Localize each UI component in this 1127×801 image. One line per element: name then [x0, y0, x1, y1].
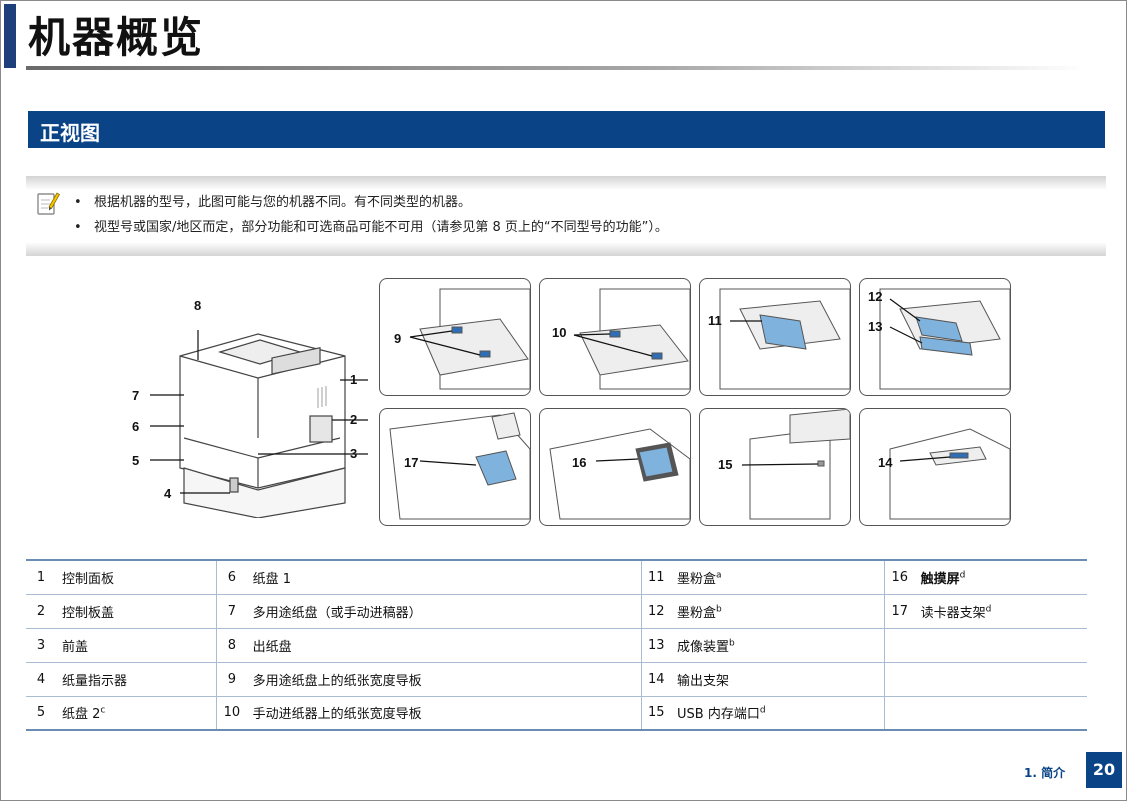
empty-cell — [914, 628, 1087, 663]
part-name: 控制板盖 — [56, 594, 218, 629]
part-number: 14 — [641, 662, 672, 697]
note-list: 根据机器的型号，此图可能与您的机器不同。有不同类型的机器。 视型号或国家/地区而… — [74, 190, 668, 240]
note-item: 视型号或国家/地区而定，部分功能和可选商品可能不可用（请参见第 8 页上的“不同… — [74, 215, 668, 240]
part-name: 多用途纸盘上的纸张宽度导板 — [246, 662, 642, 697]
callout-4: 4 — [164, 486, 172, 501]
part-name: 输出支架 — [671, 662, 886, 697]
printer-front-illustration — [150, 330, 368, 518]
part-name: 手动进纸器上的纸张宽度导板 — [246, 696, 642, 731]
table-row: 5 纸盘 2c 10 手动进纸器上的纸张宽度导板 15 USB 内存端口d — [26, 696, 1087, 731]
detail-panel-manual-feeder: 10 — [539, 278, 691, 396]
part-number: 11 — [641, 560, 672, 595]
empty-cell — [884, 628, 915, 663]
detail-illustration — [879, 288, 1010, 390]
part-number: 15 — [641, 696, 672, 731]
page-number: 20 — [1086, 752, 1122, 788]
detail-panel-usb-port: 15 — [699, 408, 851, 526]
part-name: 墨粉盒b — [671, 594, 886, 629]
part-name: USB 内存端口d — [671, 696, 886, 731]
part-number: 8 — [216, 628, 247, 663]
detail-illustration — [741, 409, 850, 520]
note-box: 根据机器的型号，此图可能与您的机器不同。有不同类型的机器。 视型号或国家/地区而… — [26, 176, 1106, 256]
part-number: 16 — [884, 560, 915, 595]
detail-illustration — [389, 412, 530, 520]
part-number: 9 — [216, 662, 247, 697]
detail-illustration — [409, 288, 530, 390]
callout-17: 17 — [404, 455, 419, 470]
callout-5: 5 — [132, 453, 140, 468]
callout-14: 14 — [878, 455, 893, 470]
printer-diagram: 8 1 2 3 7 6 5 4 9 — [120, 278, 1020, 528]
title-rule — [26, 66, 1086, 70]
callout-6: 6 — [132, 419, 140, 434]
detail-illustration — [573, 288, 690, 390]
part-name: 前盖 — [56, 628, 218, 663]
callout-11: 11 — [708, 313, 722, 328]
callout-10: 10 — [552, 325, 567, 340]
parts-table: 1 控制面板 6 纸盘 1 11 墨粉盒a 16 触摸屏d 2 控制板盖 7 多… — [26, 559, 1087, 731]
part-name: 多用途纸盘（或手动进稿器） — [246, 594, 642, 629]
part-name: 成像装置b — [671, 628, 886, 663]
part-number: 4 — [26, 662, 56, 697]
table-row: 1 控制面板 6 纸盘 1 11 墨粉盒a 16 触摸屏d — [26, 560, 1087, 595]
detail-illustration — [889, 428, 1010, 520]
detail-panel-touch-screen: 16 — [539, 408, 691, 526]
part-number: 10 — [216, 696, 247, 731]
table-row: 2 控制板盖 7 多用途纸盘（或手动进稿器） 12 墨粉盒b 17 读卡器支架d — [26, 594, 1087, 629]
part-name: 纸盘 1 — [246, 560, 642, 595]
section-title: 正视图 — [40, 121, 100, 145]
table-row: 4 纸量指示器 9 多用途纸盘上的纸张宽度导板 14 输出支架 — [26, 662, 1087, 697]
part-name: 纸盘 2c — [56, 696, 218, 731]
part-name: 控制面板 — [56, 560, 218, 595]
callout-15: 15 — [718, 457, 733, 472]
empty-cell — [914, 696, 1087, 731]
part-name: 纸量指示器 — [56, 662, 218, 697]
part-number: 3 — [26, 628, 56, 663]
table-row: 3 前盖 8 出纸盘 13 成像装置b — [26, 628, 1087, 663]
part-number: 13 — [641, 628, 672, 663]
page-title: 机器概览 — [28, 13, 205, 62]
empty-cell — [884, 662, 915, 697]
part-number: 2 — [26, 594, 56, 629]
callout-3: 3 — [350, 446, 358, 461]
part-number: 5 — [26, 696, 56, 731]
part-number: 17 — [884, 594, 915, 629]
note-item: 根据机器的型号，此图可能与您的机器不同。有不同类型的机器。 — [74, 190, 668, 215]
note-pencil-icon — [37, 192, 60, 215]
part-name: 读卡器支架d — [914, 594, 1087, 629]
detail-panel-mp-tray: 9 — [379, 278, 531, 396]
callout-7: 7 — [132, 388, 140, 403]
detail-panel-card-reader: 17 — [379, 408, 531, 526]
detail-panel-toner: 11 — [699, 278, 851, 396]
part-number: 6 — [216, 560, 247, 595]
part-number: 12 — [641, 594, 672, 629]
detail-panel-output-support: 14 — [859, 408, 1011, 526]
title-accent-strip — [4, 4, 16, 68]
detail-illustration — [549, 428, 690, 520]
empty-cell — [914, 662, 1087, 697]
section-header: 正视图 — [28, 111, 1105, 148]
callout-16: 16 — [572, 455, 587, 470]
part-name: 墨粉盒a — [671, 560, 886, 595]
part-number: 1 — [26, 560, 56, 595]
empty-cell — [884, 696, 915, 731]
callout-9: 9 — [394, 331, 402, 346]
footer-chapter-link[interactable]: 1. 简介 — [1024, 766, 1066, 780]
part-name: 出纸盘 — [246, 628, 642, 663]
part-name: 触摸屏d — [914, 560, 1087, 595]
callout-1: 1 — [350, 372, 358, 387]
callout-2: 2 — [350, 412, 358, 427]
callout-13: 13 — [868, 319, 883, 334]
callout-8: 8 — [194, 298, 202, 313]
part-number: 7 — [216, 594, 247, 629]
detail-illustration — [719, 288, 850, 390]
detail-panel-imaging-unit: 12 13 — [859, 278, 1011, 396]
callout-12: 12 — [868, 289, 883, 304]
